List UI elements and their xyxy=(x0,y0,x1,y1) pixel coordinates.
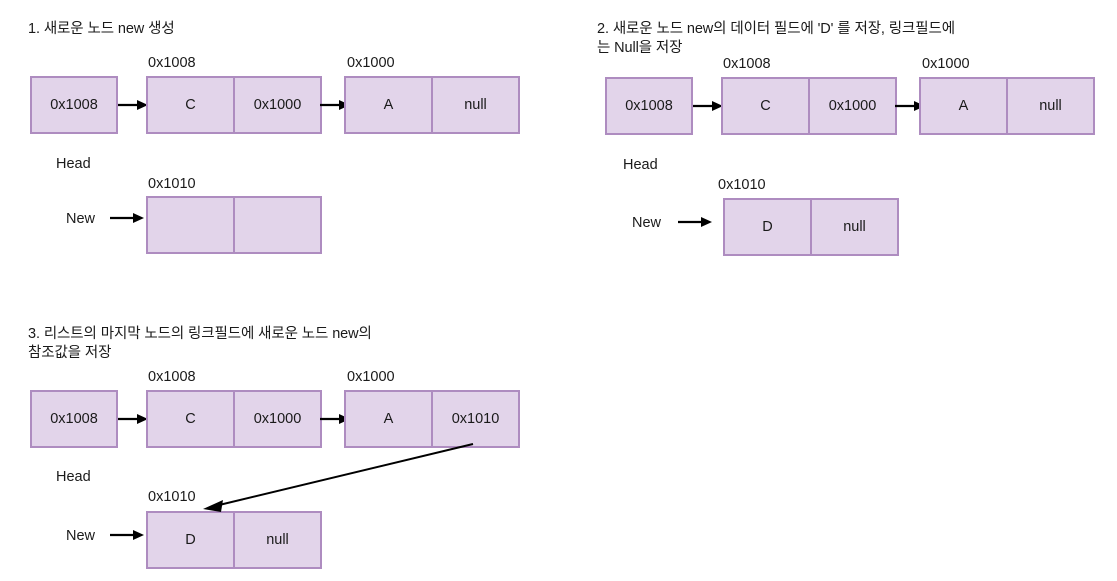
node-data-cell: C xyxy=(760,98,771,114)
node-data-cell: A xyxy=(383,411,394,427)
node-data-cell: D xyxy=(762,219,773,235)
head-label-1: Head xyxy=(56,156,91,172)
node-link-cell: 0x1000 xyxy=(808,79,895,133)
node-box-2b: A null xyxy=(919,77,1095,135)
node-data-cell: C xyxy=(185,411,196,427)
node-address-label-3b: 0x1000 xyxy=(347,369,395,385)
arrow-head-to-node1 xyxy=(118,414,148,424)
head-pointer-value: 0x1008 xyxy=(50,97,98,113)
node-link-cell: 0x1000 xyxy=(233,78,320,132)
panel-1-title: 1. 새로운 노드 new 생성 xyxy=(28,21,175,37)
head-pointer-value: 0x1008 xyxy=(50,411,98,427)
node-box-3b: A 0x1010 xyxy=(344,390,520,448)
head-pointer-value: 0x1008 xyxy=(625,98,673,114)
new-node-box-2: D null xyxy=(723,198,899,256)
node-data-cell: A xyxy=(383,97,394,113)
node-box-1b: A null xyxy=(344,76,520,134)
node-address-label-1a: 0x1008 xyxy=(148,55,196,71)
node-box-2a: C 0x1000 xyxy=(721,77,897,135)
arrow-new-to-node-2 xyxy=(678,217,712,227)
node-link-cell: 0x1000 xyxy=(233,392,320,446)
new-node-address-label-3: 0x1010 xyxy=(148,489,196,505)
new-node-address-label-2: 0x1010 xyxy=(718,177,766,193)
node-link-cell: null xyxy=(1006,79,1093,133)
node-link-cell xyxy=(233,198,320,252)
arrow-new-to-node-1 xyxy=(110,213,144,223)
arrow-head-to-node1 xyxy=(693,101,723,111)
panel-3-title: 3. 리스트의 마지막 노드의 링크필드에 새로운 노드 new의 참조값을 저… xyxy=(28,326,372,361)
head-pointer-box-2: 0x1008 xyxy=(605,77,693,135)
panel-2-title: 2. 새로운 노드 new의 데이터 필드에 'D' 를 저장, 링크필드에 는… xyxy=(597,21,955,56)
node-address-label-3a: 0x1008 xyxy=(148,369,196,385)
head-label-2: Head xyxy=(623,157,658,173)
node-data-cell xyxy=(148,198,233,252)
arrow-head-to-node1 xyxy=(118,100,148,110)
node-data-cell: D xyxy=(185,532,196,548)
new-node-box-3: D null xyxy=(146,511,322,569)
node-address-label-1b: 0x1000 xyxy=(347,55,395,71)
new-label-1: New xyxy=(66,211,96,227)
head-label-3: Head xyxy=(56,469,91,485)
head-pointer-box-3: 0x1008 xyxy=(30,390,118,448)
new-label-3: New xyxy=(66,528,96,544)
node-data-cell: C xyxy=(185,97,196,113)
node-link-cell: null xyxy=(431,78,518,132)
node-link-cell: 0x1010 xyxy=(431,392,518,446)
arrow-link-to-new-node xyxy=(203,443,474,512)
node-box-1a: C 0x1000 xyxy=(146,76,322,134)
node-link-cell: null xyxy=(233,513,320,567)
new-node-box-1 xyxy=(146,196,322,254)
new-label-2: New xyxy=(632,215,662,231)
new-node-address-label-1: 0x1010 xyxy=(148,176,196,192)
node-address-label-2b: 0x1000 xyxy=(922,56,970,72)
head-pointer-box-1: 0x1008 xyxy=(30,76,118,134)
node-address-label-2a: 0x1008 xyxy=(723,56,771,72)
arrow-new-to-node-3 xyxy=(110,530,144,540)
node-data-cell: A xyxy=(958,98,969,114)
node-link-cell: null xyxy=(810,200,897,254)
